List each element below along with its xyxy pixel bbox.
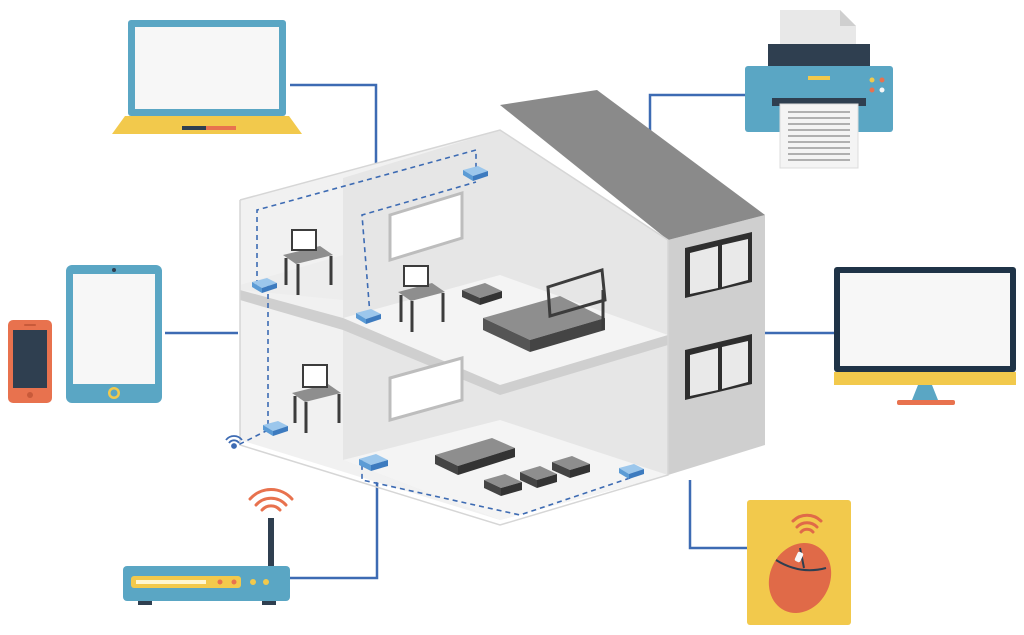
printer-link	[648, 93, 745, 140]
ottoman-lower-1	[484, 474, 522, 496]
router-wifi-icon	[248, 488, 294, 512]
laptop-icon	[112, 20, 302, 134]
tablet-icon	[66, 265, 162, 403]
ottoman-lower-3	[552, 456, 590, 478]
bed	[483, 268, 607, 352]
floor-slab	[343, 318, 668, 395]
printer-paper-lines	[788, 111, 850, 161]
desk-upper-left	[283, 229, 333, 295]
laptop-link	[290, 83, 378, 165]
network-node-upper-left	[252, 278, 277, 293]
network-node-upper-right	[356, 309, 381, 324]
ottoman-lower-2	[520, 466, 557, 488]
smartphone-icon	[8, 320, 52, 403]
ottoman-upper	[462, 283, 502, 305]
network-node-lower-center	[359, 454, 388, 471]
desk-lower-left	[292, 364, 341, 433]
network-nodes	[252, 166, 644, 479]
network-node-roof	[463, 166, 488, 181]
connection-lines	[165, 83, 835, 580]
monitor-icon	[834, 267, 1016, 405]
router-link	[290, 480, 379, 580]
lower-floor	[343, 420, 668, 520]
house-roof	[500, 90, 765, 240]
desk-upper-right	[398, 265, 445, 332]
house-outline	[239, 129, 669, 526]
mouse-icon	[747, 500, 851, 625]
sofa	[435, 438, 515, 475]
window-lower	[685, 334, 752, 400]
wall-picture-lower	[388, 356, 464, 422]
network-node-lower-right	[619, 464, 644, 479]
network-node-lower-left	[263, 421, 288, 436]
wifi-emitter-icon	[225, 435, 243, 449]
window-upper	[685, 232, 752, 298]
floor-slab-left	[240, 290, 343, 330]
mouse-link	[688, 480, 748, 550]
wall-picture-upper	[388, 190, 464, 263]
mouse-wifi-icon	[791, 513, 823, 534]
printer-icon	[745, 10, 893, 169]
router-icon	[123, 488, 294, 605]
house	[225, 90, 765, 526]
internal-wiring	[237, 148, 631, 516]
